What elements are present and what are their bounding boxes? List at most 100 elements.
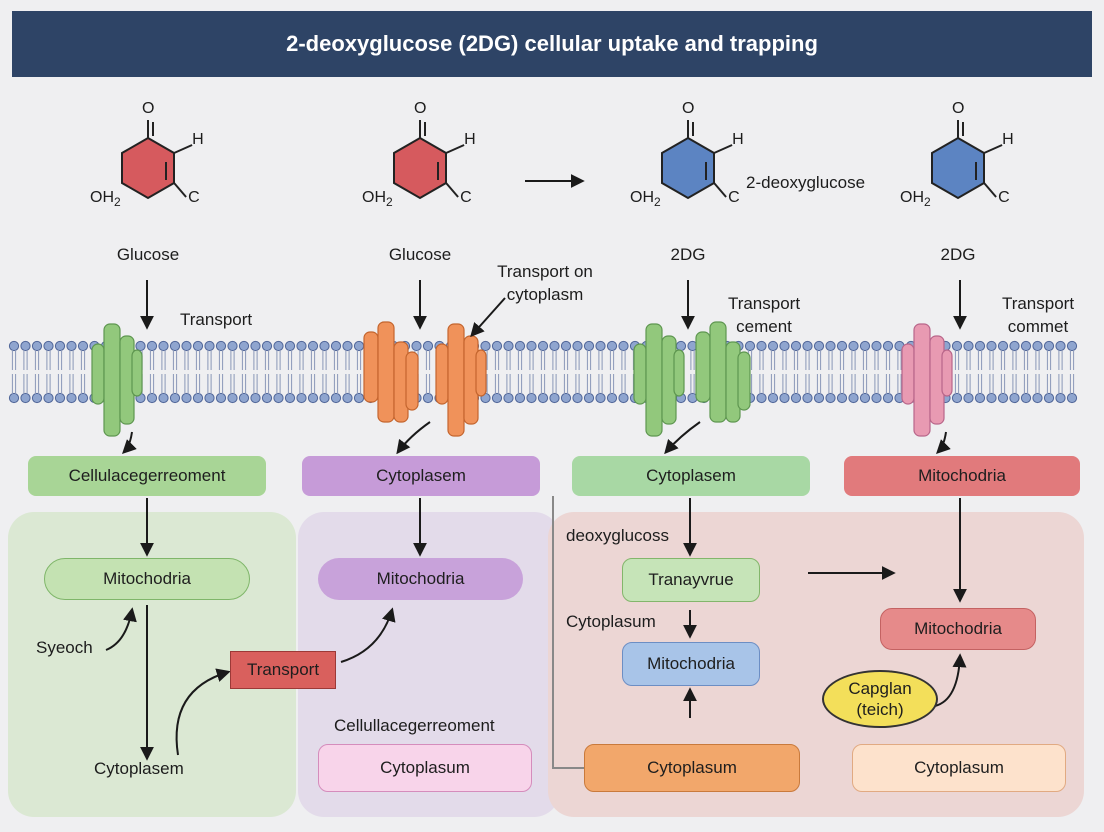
atom-oh-2: OH2 [362,189,393,210]
arrow-down-col4 [936,431,951,454]
lipid-head [215,340,227,352]
lipid-head [284,392,296,404]
lipid-head [422,340,434,352]
lipid-head [836,392,848,404]
lipid-head [951,392,963,404]
transport-note-2: Transport on cytoplasm [480,260,610,306]
lipid-head [146,340,158,352]
lipid-head [560,340,572,352]
transporter-glut-1-segment [91,343,105,405]
lipid-head [951,340,963,352]
lipid-head [825,340,836,352]
lipid-head [319,340,330,352]
lipid-head [491,392,503,404]
lipid-head [169,392,181,404]
lipid-head [790,392,802,404]
lipid-head [77,392,89,404]
lipid-head [595,340,606,352]
lipid-head [825,392,836,404]
bond-3-3 [713,182,727,198]
lipid-head [503,340,514,352]
lipid-head [986,340,997,352]
transporter-glut-2a-segment [363,331,379,403]
lipid-head [882,392,894,404]
transporter-glut-4 [901,323,953,437]
lipid-head [204,392,215,404]
lipid-head [537,340,549,352]
compartment-1: Cellulacegerreoment [28,456,266,496]
molecule-label-3: 2DG [670,245,706,264]
lipid-head [1020,340,1032,352]
lipid-head [296,392,307,404]
arrow-transport-note [470,297,506,338]
transport-note-3-line2: cement [736,317,792,336]
lipid-head [480,340,491,352]
lipid-head [572,340,583,352]
lipid-head [767,392,779,404]
lipid-head [342,340,353,352]
lipid-head [618,340,629,352]
lipid-head [606,340,618,352]
lipid-head [790,340,802,352]
molecule-ring-4 [931,136,985,200]
transporter-glut-2a-segment [377,321,395,423]
arrow-to-transport-box [175,668,231,756]
transporter-glut-2b-segment [447,323,465,437]
lipid-head [181,392,192,404]
lipid-head [31,340,43,352]
transporter-glut-2b-segment [435,343,449,405]
lipid-head [1055,392,1066,404]
transporter-glut-3a [633,323,685,437]
lipid-head [31,392,43,404]
lipid-head [549,392,560,404]
panel3-tran: Tranayvrue [622,558,760,602]
lipid-head [215,392,227,404]
lipid-head [675,340,687,352]
lipid-head [238,340,250,352]
lipid-head [595,392,606,404]
lipid-head [583,392,595,404]
lipid-head [514,392,526,404]
lipid-head [836,340,848,352]
transporter-glut-3b-segment [695,331,711,403]
molecule-label-4: 2DG [940,245,976,264]
lipid-head [1066,340,1078,352]
molecule-ring-2 [393,136,447,200]
panel3-mitochondria: Mitochodria [622,642,760,686]
bond-3-2 [713,144,733,154]
panel4-mitochondria: Mitochodria [880,608,1036,650]
lipid-head [77,340,89,352]
atom-h-4: H [1002,131,1014,148]
lipid-head [238,392,250,404]
connector-line [552,496,586,769]
compartment-3: Cytoplasem [572,456,810,496]
lipid-head [158,340,169,352]
lipid-head [1032,392,1043,404]
lipid-head [974,392,986,404]
molecule-label-2: Glucose [388,245,452,264]
transport-note-3: Transport cement [714,292,814,338]
panel3-cyto-label: Cytoplasum [566,612,656,631]
lipid-head [66,340,77,352]
lipid-head [871,392,882,404]
lipid-head [54,392,66,404]
lipid-head [296,340,307,352]
transport-note-2-line1: Transport on [497,262,593,281]
atom-oh-3: OH2 [630,189,661,210]
panel3-cytoplasm: Cytoplasum [584,744,800,792]
lipid-head [813,340,825,352]
transport-note-2-line2: cytoplasm [506,285,584,304]
lipid-head [204,340,215,352]
transporter-glut-2b [435,323,487,437]
lipid-head [319,392,330,404]
transport-proteins [91,321,953,437]
transporter-glut-3b-segment [737,351,751,411]
atom-o-2: O [414,100,427,117]
lipid-head [963,392,974,404]
lipid-head [1020,392,1032,404]
panel1-syeoch: Syeoch [36,638,93,657]
lipid-head [227,340,238,352]
lipid-head [284,340,296,352]
lipid-head [848,340,859,352]
